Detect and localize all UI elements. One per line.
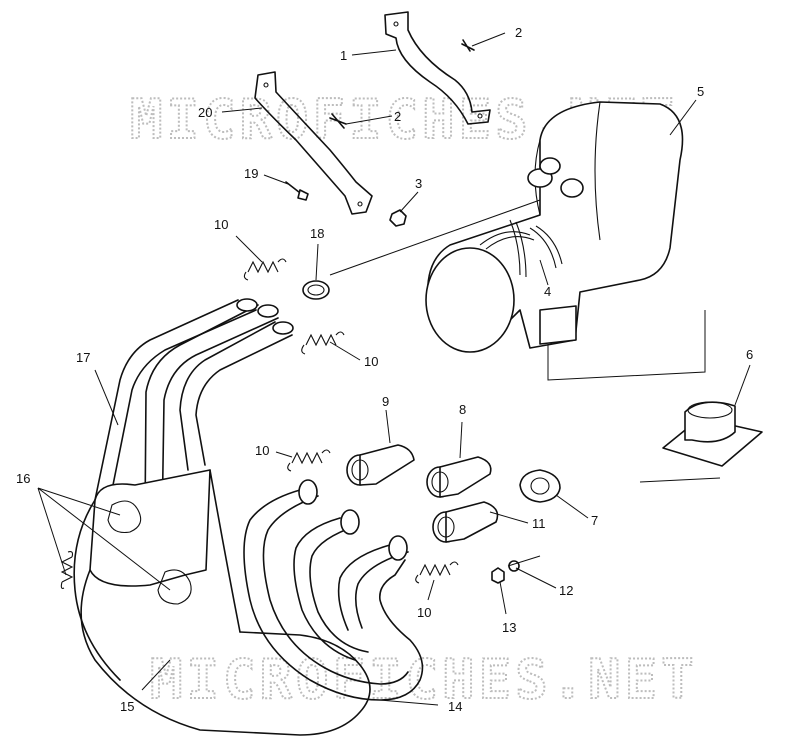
callout-18: 18 bbox=[310, 226, 324, 241]
nut-13 bbox=[491, 567, 505, 584]
callout-10d: 10 bbox=[417, 605, 431, 620]
leader-10b bbox=[329, 341, 361, 361]
leader-19 bbox=[263, 174, 289, 185]
bolt-2a bbox=[461, 39, 475, 52]
callout-1: 1 bbox=[340, 48, 347, 63]
callout-15: 15 bbox=[120, 699, 134, 714]
spring-10b bbox=[301, 331, 345, 355]
callout-8: 8 bbox=[459, 402, 466, 417]
coupler-8 bbox=[426, 456, 492, 498]
leader-17 bbox=[94, 369, 119, 426]
callout-11: 11 bbox=[532, 516, 546, 531]
bolt-2b bbox=[329, 113, 347, 129]
muffler bbox=[425, 101, 684, 353]
leader-3 bbox=[399, 191, 419, 213]
leader-2a bbox=[471, 32, 506, 47]
leader-12 bbox=[507, 555, 557, 589]
leader-15 bbox=[141, 659, 171, 691]
leader-1 bbox=[351, 49, 397, 56]
leader-10d bbox=[427, 579, 435, 601]
bracket-upper bbox=[384, 11, 491, 125]
callout-7: 7 bbox=[591, 513, 598, 528]
exhaust-pipes bbox=[243, 479, 424, 701]
callout-10a: 10 bbox=[214, 217, 228, 232]
leader-9 bbox=[385, 409, 391, 444]
leader-16 bbox=[37, 487, 171, 591]
callout-19: 19 bbox=[244, 166, 258, 181]
callout-9: 9 bbox=[382, 394, 389, 409]
callout-4: 4 bbox=[544, 284, 551, 299]
leader-8 bbox=[459, 421, 463, 459]
leader-18 bbox=[315, 243, 319, 281]
callout-17: 17 bbox=[76, 350, 90, 365]
coupler-11 bbox=[432, 501, 499, 543]
centerline bbox=[329, 199, 541, 276]
callout-6: 6 bbox=[746, 347, 753, 362]
outlet-leader bbox=[547, 310, 706, 381]
callout-20: 20 bbox=[198, 105, 212, 120]
callout-16: 16 bbox=[16, 471, 30, 486]
callout-10b: 10 bbox=[364, 354, 378, 369]
spring-10a bbox=[243, 258, 287, 281]
header-pipes bbox=[94, 298, 294, 531]
callout-2b: 2 bbox=[394, 109, 401, 124]
leader-7 bbox=[555, 494, 589, 519]
leader-10a bbox=[235, 235, 263, 263]
callout-13: 13 bbox=[502, 620, 516, 635]
callout-12: 12 bbox=[559, 583, 573, 598]
leader-5 bbox=[669, 99, 697, 136]
leader-14 bbox=[379, 699, 439, 706]
leader-11 bbox=[489, 511, 529, 524]
callout-10c: 10 bbox=[255, 443, 269, 458]
bracket-lower bbox=[254, 71, 373, 215]
callout-14: 14 bbox=[448, 699, 462, 714]
leader-20 bbox=[221, 107, 263, 113]
spring-16 bbox=[60, 551, 74, 589]
coupler-9 bbox=[346, 444, 415, 486]
leader-4 bbox=[539, 259, 549, 286]
flange-7 bbox=[519, 469, 561, 503]
washer-12 bbox=[508, 560, 520, 572]
callout-5: 5 bbox=[697, 84, 704, 99]
watermark-bottom: MICROFICHES.NET bbox=[150, 648, 698, 711]
gasket-6 bbox=[662, 401, 763, 467]
callout-3: 3 bbox=[415, 176, 422, 191]
leader-6 bbox=[734, 364, 751, 406]
callout-2a: 2 bbox=[515, 25, 522, 40]
sleeve-18 bbox=[302, 280, 330, 300]
leader-13 bbox=[499, 581, 507, 615]
nut-3 bbox=[389, 209, 407, 227]
bolt-19 bbox=[285, 181, 309, 201]
gasket-leader bbox=[639, 477, 721, 483]
spring-4 bbox=[479, 219, 563, 278]
leader-2b bbox=[345, 115, 393, 125]
leader-10c bbox=[275, 451, 293, 458]
spring-10c bbox=[287, 449, 331, 472]
spring-10d bbox=[415, 561, 459, 584]
